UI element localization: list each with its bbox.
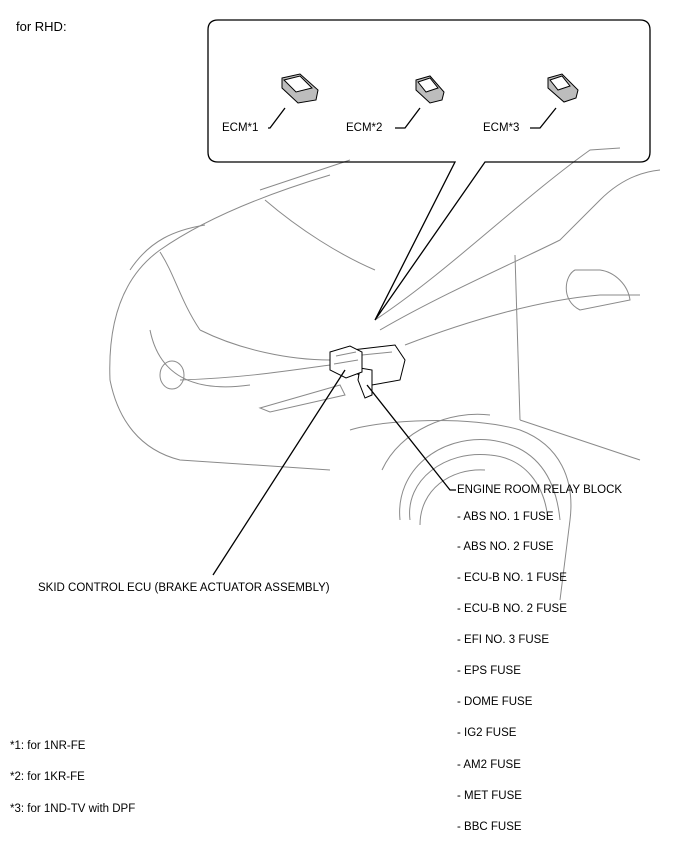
fuse-item: - MET FUSE bbox=[457, 790, 522, 802]
ecm-1-part bbox=[268, 73, 319, 129]
fuse-item: - ECU-B NO. 2 FUSE bbox=[457, 603, 567, 615]
relay-block-leader bbox=[366, 384, 456, 491]
ecm-2-label: ECM*2 bbox=[346, 122, 383, 134]
relay-block-label: ENGINE ROOM RELAY BLOCK bbox=[457, 484, 623, 496]
ecm-3-part bbox=[530, 73, 579, 129]
ecm-2-part bbox=[395, 75, 445, 129]
side-mirror bbox=[565, 269, 631, 311]
page-title: for RHD: bbox=[16, 19, 67, 34]
fuse-item: - ABS NO. 2 FUSE bbox=[457, 541, 554, 553]
skid-control-ecu-label: SKID CONTROL ECU (BRAKE ACTUATOR ASSEMBL… bbox=[38, 582, 330, 594]
ecm-1-label: ECM*1 bbox=[222, 122, 259, 134]
skid-control-leader bbox=[212, 369, 346, 576]
ecm-callout-bubble bbox=[207, 19, 651, 321]
ecm-3-label: ECM*3 bbox=[483, 122, 520, 134]
footnote: *3: for 1ND-TV with DPF bbox=[10, 803, 136, 815]
fuse-item: - DOME FUSE bbox=[457, 696, 533, 708]
fuse-item: - IG2 FUSE bbox=[457, 727, 517, 739]
car-body-outline bbox=[109, 147, 661, 601]
footnote: *1: for 1NR-FE bbox=[10, 740, 86, 752]
fuse-item: - BBC FUSE bbox=[457, 821, 522, 833]
fuse-item: - AM2 FUSE bbox=[457, 759, 521, 771]
skid-control-ecu-part bbox=[329, 345, 363, 379]
footnote: *2: for 1KR-FE bbox=[10, 771, 85, 783]
fog-lamp bbox=[159, 360, 185, 390]
front-wheel-arch bbox=[399, 439, 561, 521]
fuse-item: - EFI NO. 3 FUSE bbox=[457, 634, 550, 646]
fuse-item: - EPS FUSE bbox=[457, 665, 521, 677]
fuse-item: - ECU-B NO. 1 FUSE bbox=[457, 572, 567, 584]
fuse-item: - ABS NO. 1 FUSE bbox=[457, 511, 554, 523]
